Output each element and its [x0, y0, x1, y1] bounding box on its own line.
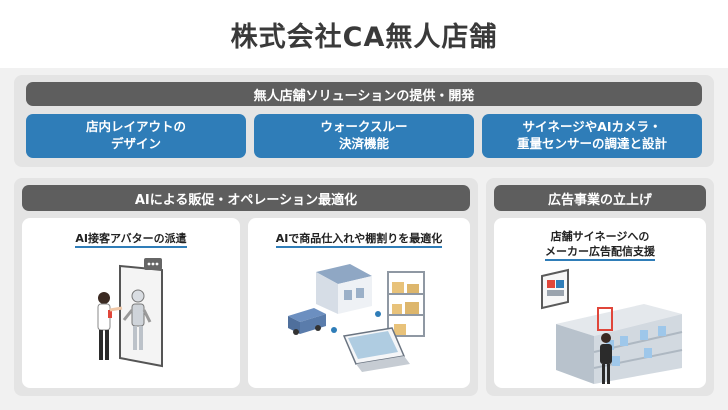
store-logistics-illustration	[288, 264, 425, 372]
avatar-illustration	[97, 258, 163, 368]
ad-distribution-card: 店舗サイネージへの メーカー広告配信支援	[494, 218, 706, 388]
left-section-heading: AIによる販促・オペレーション最適化	[22, 185, 470, 211]
solution-item-line2: デザイン	[110, 136, 161, 151]
ad-card-line1: 店舗サイネージへの	[550, 230, 650, 243]
solution-item-line2: 決済機能	[338, 136, 389, 151]
title-bar: 株式会社CA無人店舗	[0, 0, 728, 68]
solution-item-line2: 重量センサーの調達と設計	[516, 136, 667, 151]
solution-item-line1: 店内レイアウトの	[85, 119, 186, 135]
solution-item-walkthrough: ウォークスルー 決済機能	[254, 114, 474, 158]
right-section-heading: 広告事業の立上げ	[494, 185, 706, 211]
stock-optimization-card-title: AIで商品仕入れや棚割りを最適化	[275, 232, 443, 248]
signage-shelf-illustration	[541, 268, 683, 384]
avatar-card: AI接客アバターの派遣	[22, 218, 240, 388]
solution-item-signage: サイネージやAIカメラ・ 重量センサーの調達と設計	[482, 114, 702, 158]
stock-optimization-card: AIで商品仕入れや棚割りを最適化	[248, 218, 470, 388]
solution-item-layout: 店内レイアウトの デザイン	[26, 114, 246, 158]
top-section-heading: 無人店舗ソリューションの提供・開発	[26, 82, 702, 106]
solution-item-line1: ウォークスルー	[320, 119, 408, 135]
page-title: 株式会社CA無人店舗	[230, 21, 498, 53]
solution-item-line1: サイネージやAIカメラ・	[522, 119, 662, 135]
ad-card-line2: メーカー広告配信支援	[545, 244, 655, 261]
avatar-card-title: AI接客アバターの派遣	[75, 232, 187, 248]
